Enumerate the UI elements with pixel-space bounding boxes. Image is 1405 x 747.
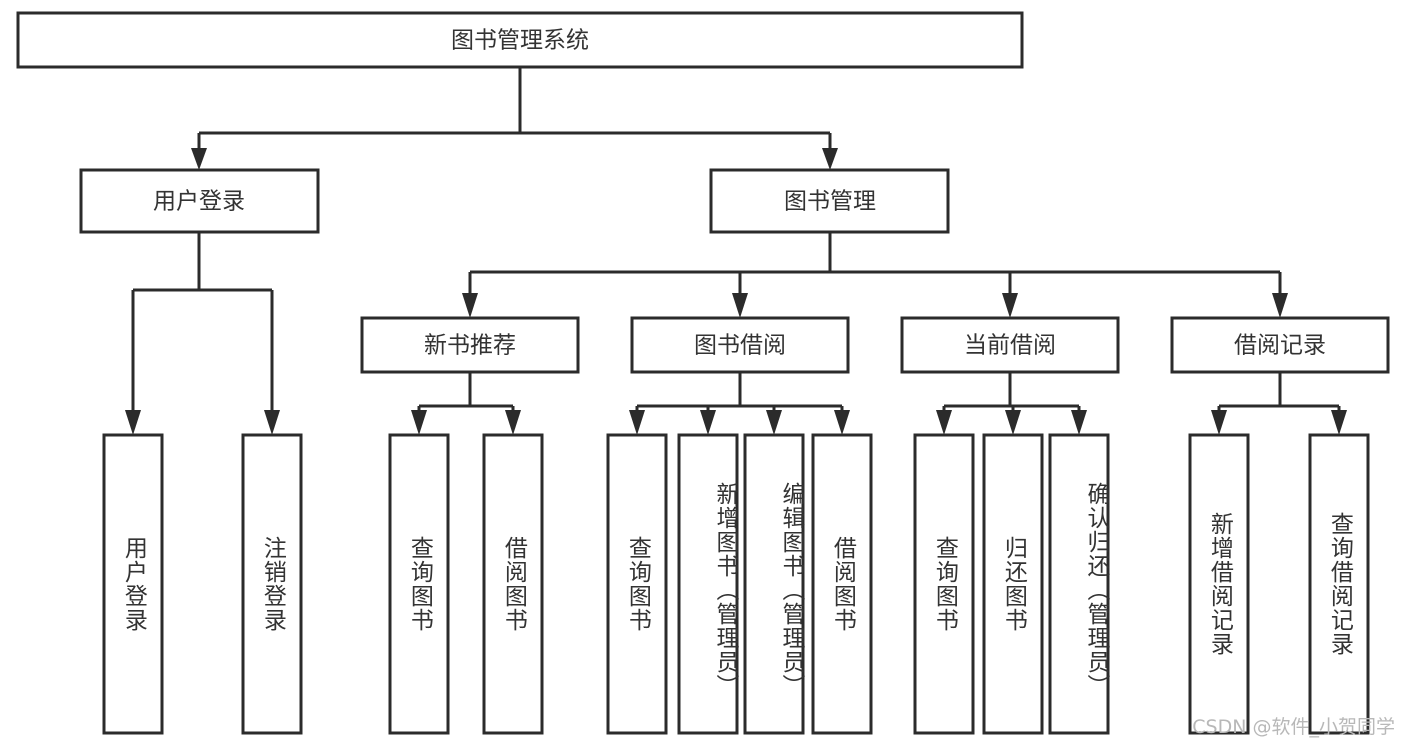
node-user-login[interactable]: 用户登录	[79, 168, 320, 234]
node-borrow-record-box[interactable]	[1170, 316, 1390, 374]
leaf-box-return-book[interactable]	[982, 433, 1044, 735]
leaf-box-add-borrow-record[interactable]	[1188, 433, 1250, 735]
node-root-label: 图书管理系统	[451, 28, 589, 54]
arrow-head-cb-leaf-2	[1005, 410, 1021, 435]
node-current-borrow[interactable]: 当前借阅	[900, 316, 1120, 374]
node-current-borrow-box[interactable]	[900, 316, 1120, 374]
arrow-head-cb-leaf-1	[936, 410, 952, 435]
connectors-user-login-to-leaves	[125, 232, 280, 435]
arrow-head-nb-leaf-2	[505, 410, 521, 435]
arrow-head-nb-leaf-1	[411, 410, 427, 435]
leaf-box-logout[interactable]	[241, 433, 303, 735]
node-book-management-label: 图书管理	[784, 189, 876, 215]
leaf-box-user-login[interactable]	[102, 433, 164, 735]
leaf-box-query-book-nb[interactable]	[388, 433, 450, 735]
node-root-box[interactable]	[16, 11, 1024, 69]
node-book-borrow-label: 图书借阅	[694, 333, 786, 359]
arrow-head-bo-leaf-1	[629, 410, 645, 435]
connectors-root-to-level2	[191, 67, 838, 170]
node-user-login-box[interactable]	[79, 168, 320, 234]
arrow-head-leaf-logout	[264, 410, 280, 435]
connectors-current-borrow-to-leaves	[936, 372, 1087, 435]
arrow-head-borrow-record	[1272, 293, 1288, 318]
arrow-head-leaf-user-login	[125, 410, 141, 435]
connectors-borrow-to-leaves	[629, 372, 850, 435]
leaf-box-borrow-book-bo[interactable]	[811, 433, 873, 735]
node-book-borrow-box[interactable]	[630, 316, 850, 374]
connectors-borrow-record-to-leaves	[1211, 372, 1347, 435]
node-root[interactable]: 图书管理系统	[16, 11, 1024, 69]
arrow-head-user-login	[191, 148, 207, 170]
leaf-box-query-book-bo[interactable]	[606, 433, 668, 735]
node-current-borrow-label: 当前借阅	[964, 333, 1056, 359]
node-new-book-recommend-label: 新书推荐	[424, 333, 516, 359]
arrow-head-cb-leaf-3	[1071, 410, 1087, 435]
node-book-management[interactable]: 图书管理	[709, 168, 950, 234]
node-user-login-label: 用户登录	[153, 189, 245, 215]
node-new-book-recommend[interactable]: 新书推荐	[360, 316, 580, 374]
arrow-head-br-leaf-2	[1331, 410, 1347, 435]
node-borrow-record-label: 借阅记录	[1234, 333, 1326, 359]
node-book-borrow[interactable]: 图书借阅	[630, 316, 850, 374]
arrow-head-bo-leaf-3	[766, 410, 782, 435]
connectors-book-mgmt-to-level3	[462, 232, 1288, 318]
watermark: CSDN @软件_小贺同学	[1192, 716, 1395, 738]
node-book-management-box[interactable]	[709, 168, 950, 234]
leaf-box-query-borrow-record[interactable]	[1308, 433, 1370, 735]
arrow-head-borrow	[732, 293, 748, 318]
leaf-box-edit-book-admin[interactable]	[743, 433, 805, 735]
arrow-head-bo-leaf-2	[700, 410, 716, 435]
node-new-book-recommend-box[interactable]	[360, 316, 580, 374]
leaf-box-borrow-book-nb[interactable]	[482, 433, 544, 735]
leaf-box-confirm-return-admin[interactable]	[1048, 433, 1110, 735]
arrow-head-current-borrow	[1002, 293, 1018, 318]
arrow-head-book-mgmt	[822, 148, 838, 170]
arrow-head-br-leaf-1	[1211, 410, 1227, 435]
node-borrow-record[interactable]: 借阅记录	[1170, 316, 1390, 374]
leaf-box-query-book-cb[interactable]	[913, 433, 975, 735]
connectors-new-book-to-leaves	[411, 372, 521, 435]
arrow-head-new-book	[462, 293, 478, 318]
arrow-head-bo-leaf-4	[834, 410, 850, 435]
leaf-box-add-book-admin[interactable]	[677, 433, 739, 735]
leaf-boxes	[102, 433, 1370, 735]
